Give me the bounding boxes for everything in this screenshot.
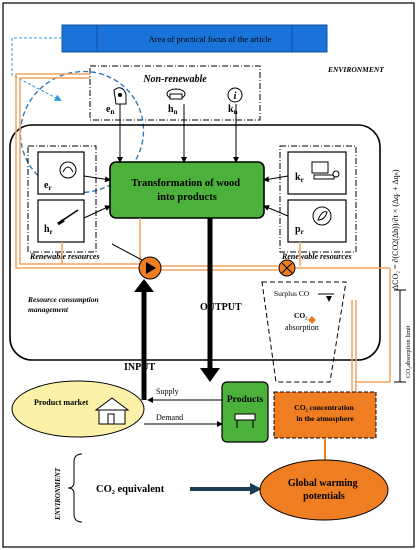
renewable-right-box <box>279 145 357 253</box>
environment-top-label: ENVIRONMENT <box>327 65 384 74</box>
orange-line <box>355 268 391 383</box>
svg-text:i: i <box>234 91 237 102</box>
co2-label: CO₂ <box>294 311 308 320</box>
orange-line <box>15 73 90 108</box>
focus-area-label: Area of practical focus of the article <box>149 34 272 44</box>
label-e-r: er <box>44 180 52 192</box>
co2-concentration-text-line2: in the atmosphere <box>296 414 354 423</box>
nonrenewable-box <box>89 65 261 121</box>
label-k-r: kr <box>295 172 304 184</box>
process-boundary <box>9 124 381 361</box>
resource-mgmt-text-line2: management <box>28 305 69 314</box>
product-market-label: Product market <box>34 398 89 407</box>
house-icon <box>94 397 130 425</box>
absorption-funnel <box>261 281 347 383</box>
arrow-kr <box>263 175 289 183</box>
label-k: k <box>228 104 234 115</box>
label-e: e <box>44 180 49 191</box>
computer-icon <box>311 161 340 180</box>
environment-side-label: ENVIRONMENT <box>54 467 62 521</box>
arrow-pr <box>263 205 289 217</box>
label-sub: r <box>301 176 304 184</box>
co2-bowtie <box>308 316 312 324</box>
co2-bowtie <box>312 316 316 324</box>
transformation-text: Transformation of wood <box>131 178 240 189</box>
orange-line <box>19 108 140 265</box>
label-sub: n <box>110 108 114 116</box>
surplus-label: Surplus CO <box>274 289 310 298</box>
focus-ellipse <box>19 70 145 194</box>
co2-equivalent-arrowhead <box>250 483 262 495</box>
arrow-hr <box>83 205 111 219</box>
label-sub: r <box>50 228 53 236</box>
transformation-text-line2: into products <box>157 192 217 203</box>
global-warming-text: Global warming <box>288 478 358 489</box>
label-sub: r <box>301 228 304 236</box>
saw-icon <box>57 209 79 226</box>
transformation-label: Transformation of wood into products <box>131 178 243 203</box>
label-h-n: hn <box>168 104 178 116</box>
environment-bracket <box>67 453 83 523</box>
supply-label: Supply <box>156 387 179 396</box>
label-sub: r <box>48 184 51 192</box>
nonrenewable-title: Non-renewable <box>142 74 207 85</box>
co2-equivalent-label: CO₂ equivalent <box>96 484 165 495</box>
coal-icon <box>166 88 186 100</box>
oil-icon <box>113 87 127 105</box>
input-label: INPUT <box>124 362 155 373</box>
renewable-right-title: Renewable resources <box>281 252 352 261</box>
valve-pointer <box>111 243 143 261</box>
global-warming-ellipse <box>259 459 389 521</box>
focus-area-box <box>61 24 328 53</box>
label-h: h <box>44 224 50 235</box>
leaf-icon <box>312 206 332 226</box>
output-label: OUTPUT <box>200 302 242 313</box>
label-e: e <box>106 104 111 115</box>
orange-line <box>15 108 140 269</box>
label-h-r: hr <box>44 224 53 236</box>
resource-mgmt-label: Resource consumption management <box>27 295 101 314</box>
input-arrowhead <box>134 279 154 292</box>
absorption-limit-label: CO₂absorption limit <box>405 325 412 378</box>
renewable-left-box <box>27 145 97 253</box>
global-warming-text-line2: potentials <box>303 491 345 502</box>
label-k: k <box>295 172 301 183</box>
orange-line <box>19 77 90 108</box>
formula: ΔCO₂ = ∂(CO2(Δh))/∂t × (Δqᵣ + Δqₙ) <box>391 169 400 290</box>
focus-connector <box>11 37 62 101</box>
transformation-box <box>109 161 265 219</box>
absorption-label: absorption <box>285 323 319 332</box>
demand-label: Demand <box>156 413 183 422</box>
label-p: p <box>295 224 301 235</box>
cross-line <box>281 262 293 274</box>
products-box <box>221 381 269 443</box>
renewable-left-title: Renewable resources <box>29 252 100 261</box>
recycle-icon <box>59 161 77 179</box>
output-arrowhead <box>200 368 220 382</box>
arrow-er <box>83 175 111 183</box>
label-e-n: en <box>106 104 114 116</box>
co2-concentration-label: CO₂ concentration in the atmosphere <box>294 403 355 423</box>
play-icon <box>146 262 156 274</box>
resource-mgmt-text: Resource consumption <box>27 295 99 304</box>
triangle-marker <box>326 296 332 302</box>
label-h: h <box>168 104 174 115</box>
info-icon: i <box>227 87 243 103</box>
global-warming-label: Global warming potentials <box>288 478 360 502</box>
co2-concentration-box <box>273 391 377 439</box>
furniture-icon <box>234 413 256 428</box>
products-label: Products <box>227 395 264 405</box>
label-sub: n <box>174 108 178 116</box>
co2-concentration-text: CO₂ concentration <box>294 403 354 412</box>
label-p-r: pr <box>295 224 304 236</box>
